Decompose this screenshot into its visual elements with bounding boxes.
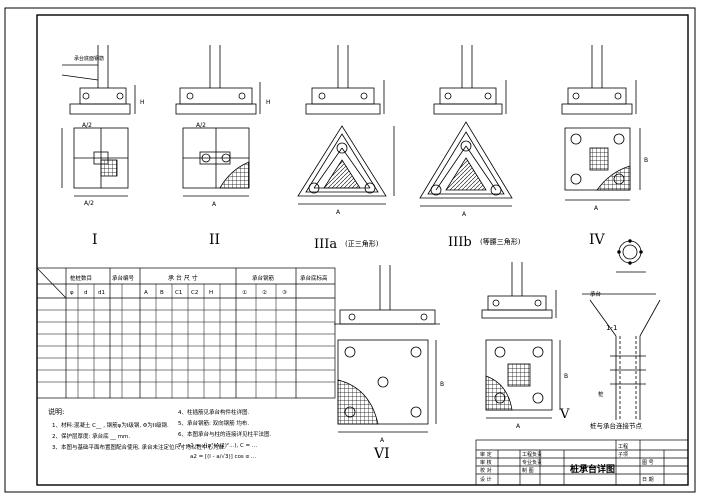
- dim-h-ii: H: [266, 99, 271, 106]
- outer-border: [4, 7, 696, 493]
- dim-a-v: A: [516, 423, 521, 430]
- dim-a-half-bottom: A/2: [84, 200, 94, 207]
- pile-label: 桩: [598, 390, 604, 398]
- title-block: [475, 439, 689, 486]
- note-5: 5、承台钢筋: 双向钢筋 均布.: [178, 419, 249, 427]
- sub-d1: d1: [98, 290, 105, 296]
- detail-title-V: V: [559, 407, 570, 422]
- inner-border: [36, 14, 689, 486]
- note-6: 6、本图承台与柱的连接详见柱平法图.: [178, 430, 272, 438]
- tb-project: 工程: [618, 443, 628, 450]
- table-subheaders: φ d d1 A B C1 C2 H ① ② ③: [70, 289, 287, 296]
- detail-title-IV: IV: [589, 232, 606, 248]
- detail-title-II: II: [209, 232, 220, 248]
- section-1-1-label: 1-1: [606, 324, 617, 332]
- dim-a-ii: A: [212, 201, 217, 208]
- dim-a-half-label: A/2: [82, 122, 92, 129]
- table-header-pile: 桩桩数目: [70, 274, 92, 282]
- sub-r3: ③: [282, 290, 287, 296]
- detail-VI: [334, 265, 440, 433]
- detail-II: [175, 45, 261, 197]
- tb-r7: 专业负责: [522, 459, 542, 466]
- dim-a-iv: A: [594, 205, 599, 212]
- dim-h-label: H: [140, 99, 145, 106]
- detail-IIIa: [297, 45, 395, 205]
- tb-r6: 工程负责: [522, 451, 542, 458]
- note-4: 4、柱插筋见承台构件柱详图.: [178, 408, 250, 416]
- sub-r1: ①: [242, 290, 247, 296]
- table-header-cap-size: 承 台 尺 寸: [168, 274, 198, 282]
- dim-b-iv: B: [644, 157, 648, 164]
- sub-d: d: [84, 290, 88, 296]
- note-3: 3、本图与基础平面布置图配合使用, 承台未注定位尺寸均以桩中心为准.: [52, 443, 226, 451]
- tb-r1: 审 定: [480, 451, 492, 458]
- table-header-rebar: 承台钢筋: [252, 274, 275, 282]
- detail-IIIb: [419, 45, 513, 207]
- note-1: 1、材料:混凝土 C__ , 钢筋φ为I级钢, Φ为II级钢.: [52, 421, 169, 429]
- cap-rebar-label: 承台底面钢筋: [74, 55, 104, 62]
- detail-note-IIIb: (等腰三角形): [480, 237, 521, 246]
- sub-r2: ②: [262, 289, 267, 296]
- detail-V: [481, 262, 561, 419]
- sub-phi: φ: [70, 290, 74, 296]
- tb-r9: 日 期: [642, 477, 654, 483]
- cap-label: 承台: [590, 290, 602, 298]
- tb-r8: 图 号: [642, 460, 654, 466]
- note-2: 2、保护层厚度: 承台底 __ mm.: [52, 432, 130, 440]
- sub-c1: C1: [175, 290, 182, 296]
- pile-cap-joint-detail: [582, 239, 661, 420]
- sub-h: H: [209, 290, 213, 296]
- dim-a-iiib: A: [462, 211, 467, 218]
- pile-cap-schedule-table: [36, 267, 336, 399]
- notes-block: 说明: 1、材料:混凝土 C__ , 钢筋φ为I级钢, Φ为II级钢. 2、保护…: [48, 407, 272, 460]
- sub-c2: C2: [191, 290, 198, 296]
- detail-IV: [561, 45, 641, 201]
- note-formula: a2 = [(l - a/√3)] cos α ...: [190, 453, 256, 460]
- detail-title-IIIb: IIIb: [448, 235, 472, 250]
- sub-b: B: [160, 290, 164, 296]
- detail-title-VI: VI: [373, 446, 390, 462]
- tb-r5: 制 图: [522, 467, 534, 474]
- tb-item: 子项: [618, 451, 628, 458]
- dim-b-v: B: [564, 373, 568, 380]
- notes-title: 说明:: [48, 407, 64, 416]
- detail-I: [61, 45, 136, 197]
- dim-a-iiia: A: [336, 209, 341, 216]
- table-header-note: 承台底标高: [300, 274, 328, 282]
- detail-title-IIIa: IIIa: [314, 237, 337, 252]
- dim-b-vi: B: [440, 381, 444, 388]
- dim-a-half-ii: A/2: [196, 122, 206, 129]
- drawing-title: 桩承台详图: [570, 463, 615, 475]
- note-7: 7、a1 = √(φ²(A/2)²...), C = ...: [178, 442, 257, 449]
- tb-r3: 校 对: [480, 467, 492, 474]
- tb-r2: 审 核: [480, 459, 492, 466]
- dim-a-vi: A: [380, 437, 385, 444]
- title-block-text: 工程 子项 审 定 审 核 校 对 设 计 工程负责 专业负责 制 图 图 号 …: [480, 443, 654, 483]
- sub-a: A: [144, 290, 148, 296]
- tb-r4: 设 计: [480, 476, 492, 483]
- detail-title-I: I: [92, 232, 98, 248]
- joint-title: 桩与承台连接节点: [590, 421, 643, 430]
- table-header-cap-no: 承台编号: [112, 274, 135, 282]
- detail-note-IIIa: (正三角形): [345, 239, 379, 248]
